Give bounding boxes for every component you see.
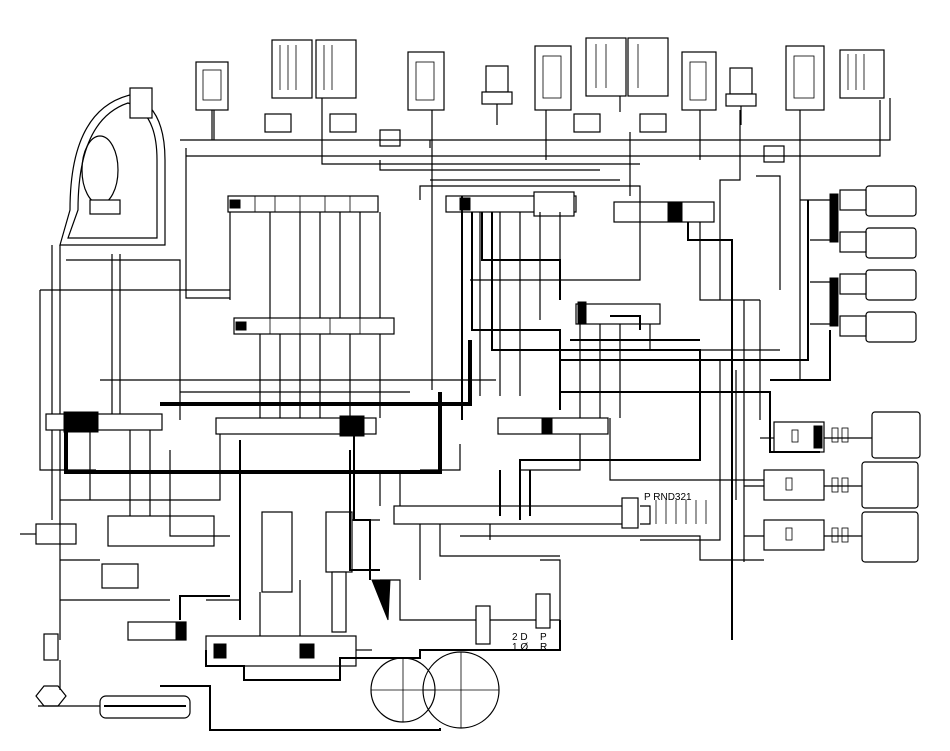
manual-valve — [393, 497, 707, 529]
valve-lower-right — [497, 417, 609, 435]
valve-upper-right — [613, 201, 715, 223]
pressure-switch-2 — [725, 67, 757, 125]
solenoid-1 — [195, 61, 229, 140]
right-accumulators — [763, 411, 921, 563]
thin-oil-passages — [20, 96, 891, 707]
solenoid-6 — [585, 37, 627, 97]
top-component-row — [195, 37, 885, 163]
range-label-r: R — [540, 642, 547, 653]
pump-assembly — [370, 651, 500, 729]
solenoid-10 — [839, 49, 885, 99]
solenoid-7 — [627, 37, 669, 133]
solenoid-3 — [315, 39, 357, 133]
solenoid-2 — [264, 39, 313, 133]
lower-left-valves — [35, 515, 215, 707]
valve-middle-right — [575, 301, 661, 325]
range-label-2d: 2 D — [512, 632, 528, 643]
valve-upper-left — [227, 195, 379, 213]
torque-converter — [51, 87, 166, 520]
selector-position-label: P RND321 — [644, 492, 692, 503]
solenoid-5 — [534, 45, 601, 133]
range-label-p: P — [540, 632, 547, 643]
valve-lower-middle — [215, 415, 377, 437]
oil-pan-filter — [99, 695, 191, 719]
parking-mechanism — [371, 559, 561, 645]
valve-middle-left — [233, 317, 395, 335]
solenoid-9 — [763, 45, 825, 163]
valve-upper-middle — [445, 191, 577, 217]
center-lower-valves — [205, 511, 357, 667]
thick-oil-passages — [64, 196, 831, 731]
valve-lower-left — [45, 411, 163, 433]
solenoid-4 — [379, 51, 445, 147]
range-label-1: 1 Ø — [512, 642, 528, 653]
solenoid-8 — [681, 51, 717, 111]
pressure-switch-1 — [481, 65, 513, 125]
right-clutch-pistons — [829, 185, 917, 343]
